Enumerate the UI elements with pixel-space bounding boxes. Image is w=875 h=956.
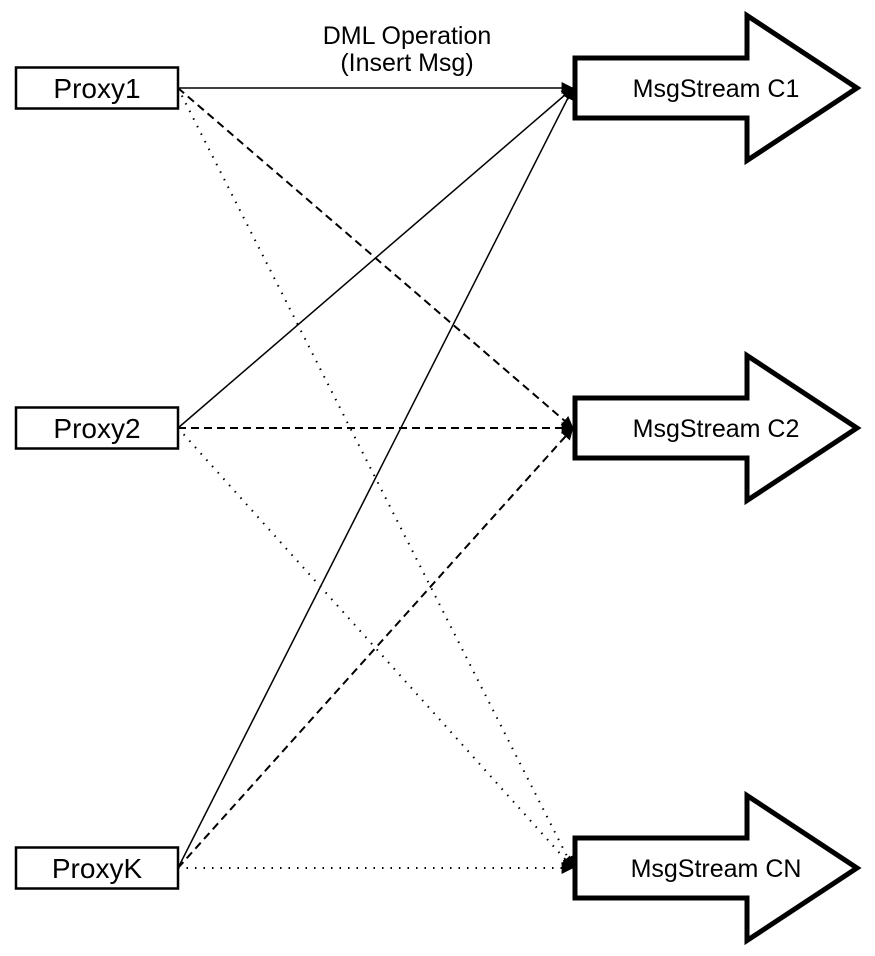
proxy1-box <box>14 66 180 110</box>
proxy2-label: Proxy2 <box>53 413 140 444</box>
edge-proxyk-msgstream-c2 <box>177 427 574 869</box>
edge-annotation-line1: DML Operation <box>323 22 492 50</box>
msgstream-c2-label: MsgStream C2 <box>633 415 800 443</box>
proxy1-label: Proxy1 <box>53 73 140 104</box>
node-proxy2: Proxy2 <box>14 406 180 450</box>
proxyk-box <box>14 846 180 890</box>
node-proxy1: Proxy1 <box>14 66 180 110</box>
proxyk-label: ProxyK <box>52 853 143 884</box>
msgstream-c2-block-arrow-icon <box>572 350 862 506</box>
node-msgstream-c2: MsgStream C2 <box>572 350 862 506</box>
node-msgstream-cn: MsgStream CN <box>572 790 862 946</box>
edge-proxyk-msgstream-c1 <box>177 87 574 869</box>
msgstream-c1-label: MsgStream C1 <box>633 75 800 103</box>
msgstream-cn-block-arrow-icon <box>572 790 862 946</box>
edge-annotation-line2: (Insert Msg) <box>340 49 473 77</box>
node-proxyk: ProxyK <box>14 846 180 890</box>
edge-proxy1-msgstream-c2 <box>177 87 574 429</box>
msgstream-c1-block-arrow-icon <box>572 10 862 166</box>
edge-group <box>177 82 574 874</box>
node-msgstream-c1: MsgStream C1 <box>572 10 862 166</box>
msgstream-cn-label: MsgStream CN <box>631 855 802 883</box>
edge-annotation: DML Operation (Insert Msg) <box>323 22 492 77</box>
proxy2-box <box>14 406 180 450</box>
edge-proxy1-msgstream-cn <box>177 87 574 869</box>
edge-proxy2-msgstream-cn <box>177 427 574 869</box>
